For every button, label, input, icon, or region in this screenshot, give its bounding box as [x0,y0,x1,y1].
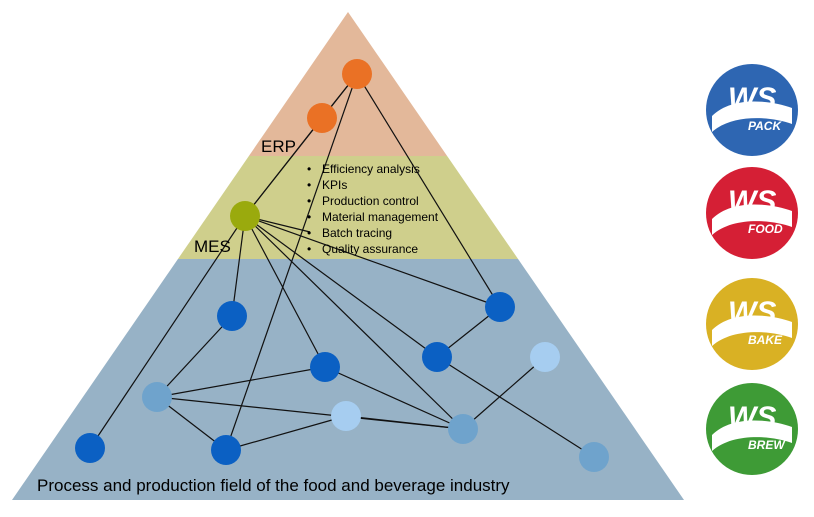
mes-function-text: Quality assurance [322,242,418,256]
medium-node [579,442,609,472]
connection-line [324,366,464,430]
connection-line [244,117,323,217]
dark-node [217,301,247,331]
network-nodes [75,59,609,472]
mes-function-item: • Production control [307,194,419,208]
ws-bake-logo: WS BAKE [706,278,798,370]
bullet: • [307,226,311,240]
connection-line [244,215,464,430]
logo-bottom-text: BAKE [748,333,783,347]
mes-function-list: • Efficiency analysis • KPIs • Productio… [307,162,439,256]
mes-function-item: • Efficiency analysis [307,162,420,176]
mes-function-text: Efficiency analysis [322,162,420,176]
mes-function-text: Production control [322,194,419,208]
dark-node [422,342,452,372]
connection-line [436,356,595,458]
bullet: • [307,242,311,256]
mes-function-item: • Material management [307,210,439,224]
logo-top-text: WS [728,401,776,434]
connection-line [462,356,546,430]
mes-function-text: Material management [322,210,439,224]
connection-line [156,366,326,398]
logo-top-text: WS [728,185,776,218]
erp-node [342,59,372,89]
ws-food-logo: WS FOOD [706,167,798,259]
connection-line [244,215,501,308]
mes-label: MES [194,237,231,256]
swoosh-icon [712,420,792,451]
erp-label: ERP [261,137,296,156]
logo-bottom-text: PACK [748,119,782,133]
brand-logos: WS PACK WS FOOD WS BAKE WS BREW [706,64,798,475]
medium-node [448,414,478,444]
bullet: • [307,162,311,176]
ws-pack-logo: WS PACK [706,64,798,156]
mes-function-text: Batch tracing [322,226,392,240]
connection-line [356,73,501,308]
erp-node [307,103,337,133]
ws-brew-logo: WS BREW [706,383,798,475]
bullet: • [307,194,311,208]
swoosh-icon [712,101,792,132]
bullet: • [307,210,311,224]
dark-node [211,435,241,465]
mes-node [230,201,260,231]
connection-line [244,215,438,358]
connection-line [231,215,246,317]
dark-node [310,352,340,382]
connection-line [156,315,233,398]
dark-node [75,433,105,463]
bullet: • [307,178,311,192]
dark-node [485,292,515,322]
mes-function-item: • Batch tracing [307,226,392,240]
mes-function-text: KPIs [322,178,347,192]
light-node [331,401,361,431]
medium-node [142,382,172,412]
erp-band [12,12,684,156]
mes-function-item: • KPIs [307,178,347,192]
logo-bottom-text: BREW [748,438,786,452]
logo-top-text: WS [728,296,776,329]
swoosh-icon [712,204,792,235]
network-connections [89,73,595,458]
logo-top-text: WS [728,82,776,115]
field-label: Process and production field of the food… [37,476,510,495]
logo-bottom-text: FOOD [748,222,783,236]
connection-line [89,215,246,449]
connection-line [225,415,347,451]
connection-line [345,415,464,430]
connection-line [244,215,326,368]
swoosh-icon [712,315,792,346]
light-node [530,342,560,372]
mes-function-item: • Quality assurance [307,242,418,256]
